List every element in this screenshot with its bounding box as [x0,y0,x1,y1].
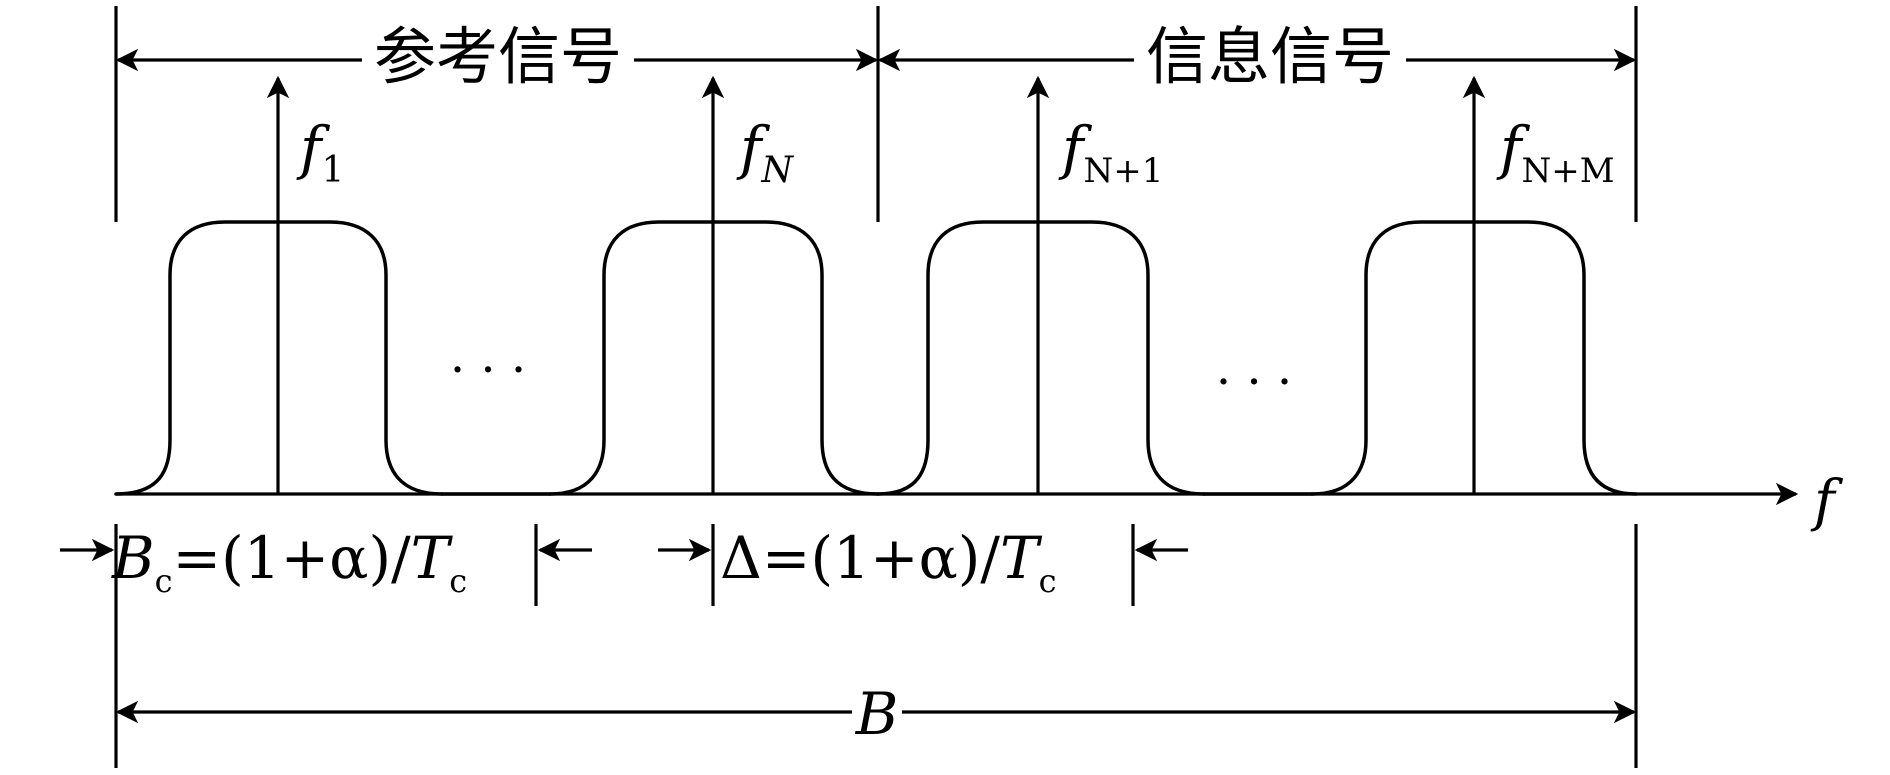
reference-signal-label: 参考信号 [374,20,622,93]
carrier-label-fNM: fN+M [1496,114,1615,191]
ellipsis-left: . . . [450,328,526,384]
carrier-label-fN: fN [736,114,794,191]
carrier-label-f1: f1 [296,114,344,191]
carrier-label-fN1: fN+1 [1058,114,1163,191]
delta-formula: Δ=(1+α)/Tc [720,524,1057,600]
spectrum-pulse-2 [548,220,880,496]
total-bandwidth-label: B [855,680,899,748]
spectrum-pulse-3 [876,220,1206,496]
frequency-axis-label: f [1810,469,1844,534]
information-signal-label: 信息信号 [1146,20,1394,93]
ellipsis-right: . . . [1216,340,1292,396]
bc-formula: Bc=(1+α)/Tc [111,524,467,600]
